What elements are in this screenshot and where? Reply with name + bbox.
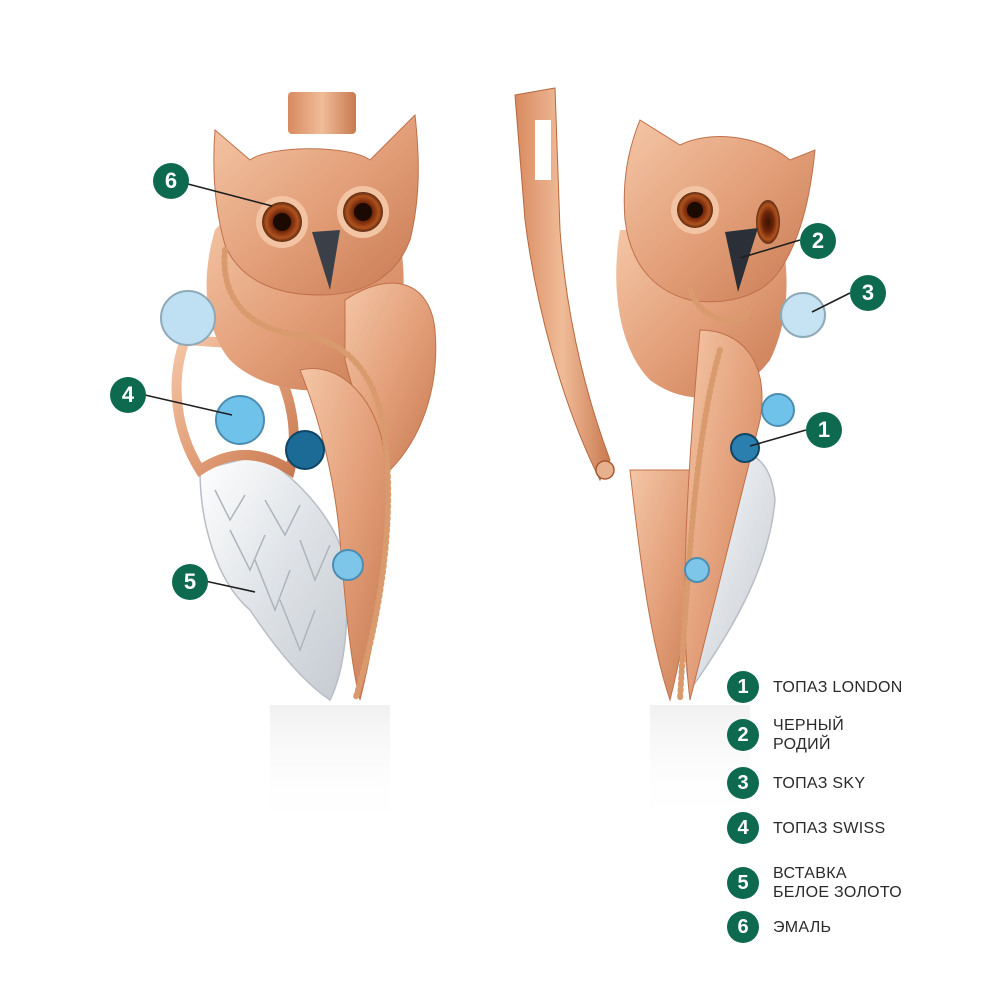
right-topaz-small [684, 557, 710, 583]
legend-item-2: 2 ЧЕРНЫЙ РОДИЙ [727, 716, 844, 754]
legend-badge: 6 [727, 911, 759, 943]
left-owl-tail [299, 368, 387, 701]
right-topaz-sky [780, 292, 826, 338]
left-white-gold-wing [199, 454, 348, 702]
legend-badge: 3 [727, 767, 759, 799]
callout-leader-lines [144, 183, 851, 593]
left-feather-lines [214, 489, 331, 653]
legend-label: ЧЕРНЫЙ РОДИЙ [773, 717, 845, 753]
legend-item-1: 1 ТОПАЗ LONDON [727, 671, 903, 703]
right-owl-head [623, 119, 816, 303]
left-earring [160, 92, 437, 830]
left-beaded-chain [221, 247, 392, 703]
right-clasp-hook [514, 87, 611, 482]
left-topaz-small [332, 549, 364, 581]
legend-item-4: 4 ТОПАЗ SWISS [727, 812, 885, 844]
legend-badge: 1 [727, 671, 759, 703]
legend-item-3: 3 ТОПАЗ SKY [727, 767, 865, 799]
right-earring [514, 87, 826, 825]
legend-label: ТОПАЗ LONDON [773, 678, 903, 696]
legend-badge: 2 [727, 719, 759, 751]
right-owl-beak [725, 228, 758, 292]
legend-badge: 5 [727, 867, 759, 899]
callout-badge-4: 4 [110, 377, 146, 413]
right-beaded-chain [677, 287, 753, 703]
right-topaz-swiss [761, 393, 795, 427]
left-topaz-sky [160, 290, 216, 346]
left-topaz-swiss [215, 395, 265, 445]
legend-item-6: 6 ЭМАЛЬ [727, 911, 831, 943]
legend-label: ВСТАВКА БЕЛОЕ ЗОЛОТО [773, 865, 903, 901]
legend-item-5: 5 ВСТАВКА БЕЛОЕ ЗОЛОТО [727, 864, 902, 902]
legend-label: ТОПАЗ SWISS [773, 819, 886, 837]
legend-label: ЭМАЛЬ [773, 918, 832, 936]
left-owl-head [213, 113, 419, 296]
callout-badge-2: 2 [800, 223, 836, 259]
right-owl-eye-right [756, 200, 780, 244]
callout-badge-3: 3 [850, 275, 886, 311]
legend-badge: 4 [727, 812, 759, 844]
callout-badge-5: 5 [172, 564, 208, 600]
left-owl-beak [312, 230, 340, 290]
left-clasp [288, 92, 356, 134]
callout-badge-1: 1 [806, 412, 842, 448]
callout-badge-6: 6 [153, 163, 189, 199]
legend-label: ТОПАЗ SKY [773, 774, 866, 792]
left-reflection [270, 705, 390, 830]
right-topaz-london [730, 433, 760, 463]
left-topaz-london [285, 430, 325, 470]
left-rose-wing-frame [171, 334, 299, 479]
